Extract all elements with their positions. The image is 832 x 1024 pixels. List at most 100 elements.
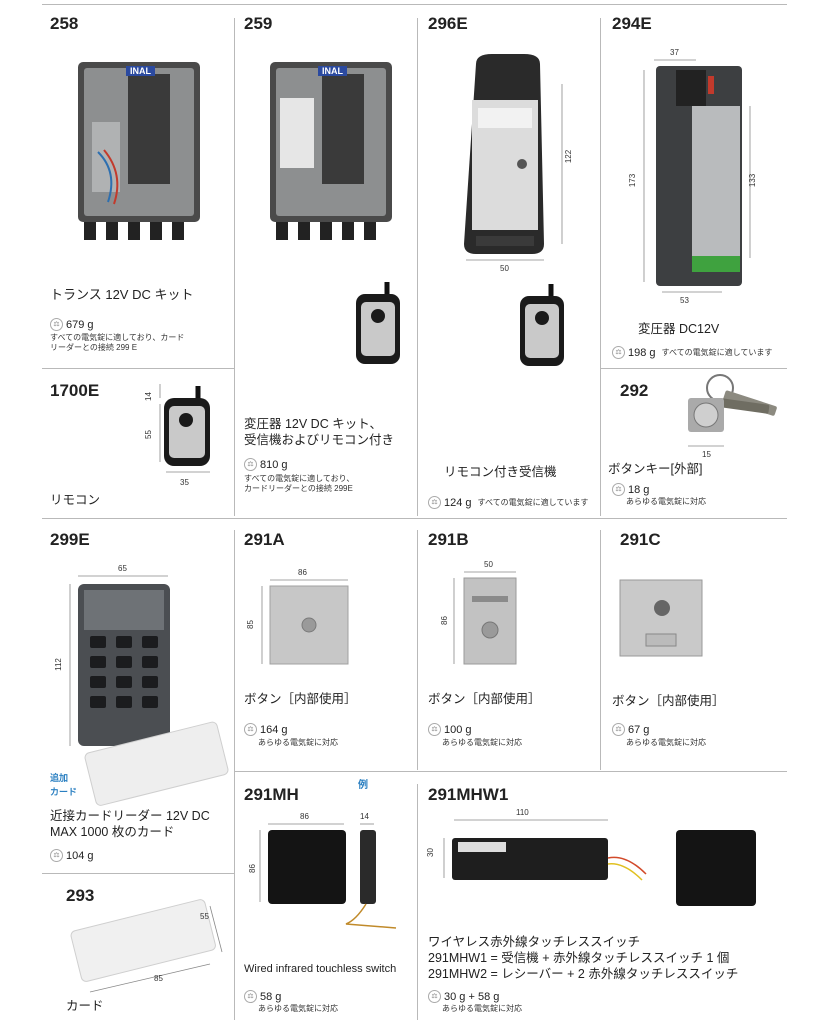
product-code: 291MH bbox=[244, 785, 299, 804]
product-name: ボタン［内部使用］ bbox=[428, 692, 541, 706]
weight-icon: ⚖ bbox=[428, 990, 441, 1003]
remote-control-image bbox=[159, 384, 210, 473]
col-divider-5 bbox=[417, 530, 418, 770]
transformer-box-image bbox=[78, 62, 200, 240]
product-name: 変圧器 DC12V bbox=[638, 322, 720, 336]
weight-icon: ⚖ bbox=[612, 346, 625, 359]
dimension-height: 86 bbox=[247, 864, 257, 873]
product-note: あらゆる電気錠に対応 bbox=[258, 738, 338, 747]
row-divider-1b bbox=[600, 368, 787, 369]
product-note: あらゆる電気錠に対応 bbox=[442, 1004, 522, 1013]
weight-icon: ⚖ bbox=[428, 723, 441, 736]
touchless-switch-image bbox=[676, 830, 756, 906]
dimension-width: 86 bbox=[300, 812, 309, 821]
product-name: トランス 12V DC キット bbox=[50, 287, 194, 302]
product-name-2: MAX 1000 枚のカード bbox=[50, 825, 175, 839]
dimension-height: 85 bbox=[245, 620, 255, 629]
product-code: 291A bbox=[244, 530, 285, 549]
remote-control-image bbox=[520, 284, 564, 366]
dimension-height: 86 bbox=[439, 616, 449, 625]
product-name: Wired infrared touchless switch bbox=[244, 963, 397, 975]
product-note-1: すべての電気錠に適しており、 bbox=[244, 474, 355, 483]
dimension-height: 122 bbox=[564, 149, 574, 164]
dimension: 15 bbox=[702, 450, 711, 459]
product-weight: ⚖679 g bbox=[50, 318, 94, 331]
dimension-width: 50 bbox=[484, 560, 493, 569]
dimension-a: 55 bbox=[200, 912, 209, 921]
product-code: 293 bbox=[66, 886, 95, 905]
dimension-top: 37 bbox=[670, 48, 679, 57]
product-weight: ⚖100 g bbox=[428, 723, 472, 736]
row-divider-3b bbox=[42, 873, 234, 874]
dimension-left: 55 bbox=[143, 430, 153, 439]
product-weight: ⚖104 g bbox=[50, 849, 94, 862]
weight-icon: ⚖ bbox=[244, 990, 257, 1003]
col-divider-6 bbox=[600, 530, 601, 770]
weight-icon: ⚖ bbox=[50, 849, 63, 862]
product-note: あらゆる電気錠に対応 bbox=[626, 738, 706, 747]
product-weight: ⚖67 g bbox=[612, 723, 649, 736]
dimension-left: 173 bbox=[628, 173, 638, 188]
dimension-b: 85 bbox=[154, 974, 163, 983]
weight-icon: ⚖ bbox=[244, 458, 257, 471]
card-reader-image bbox=[69, 575, 229, 806]
dimension-width: 86 bbox=[298, 568, 307, 577]
dimension-width: 50 bbox=[500, 264, 509, 273]
remote-control-image bbox=[356, 282, 400, 364]
row-divider-2 bbox=[42, 518, 787, 519]
extra-card-label-2: カード bbox=[50, 787, 78, 797]
dimension-right: 133 bbox=[748, 173, 758, 188]
product-code: 291MHW1 bbox=[428, 785, 509, 804]
product-name: ボタン［内部使用］ bbox=[612, 694, 725, 708]
push-button-image bbox=[261, 579, 349, 665]
weight-icon: ⚖ bbox=[612, 723, 625, 736]
top-rule bbox=[42, 4, 787, 5]
dimension-height: 112 bbox=[53, 658, 63, 671]
dimension-width: 110 bbox=[516, 808, 529, 817]
product-code: 1700E bbox=[50, 381, 100, 400]
product-code: 292 bbox=[620, 381, 649, 400]
product-name: リモコン付き受信機 bbox=[444, 465, 557, 479]
col-divider-2 bbox=[417, 18, 418, 516]
product-name: ボタン［内部使用］ bbox=[244, 692, 357, 706]
product-code: 291B bbox=[428, 530, 469, 549]
dimension-bottom: 53 bbox=[680, 296, 689, 305]
product-code: 291C bbox=[620, 530, 661, 549]
product-name-1: 変圧器 12V DC キット、 bbox=[244, 417, 382, 431]
card-image bbox=[70, 899, 223, 993]
col-divider-7 bbox=[417, 784, 418, 1020]
product-weight: ⚖30 g + 58 g bbox=[428, 990, 499, 1003]
product-weight: ⚖810 g bbox=[244, 458, 288, 471]
col-divider-3 bbox=[600, 18, 601, 516]
product-name-3: 291MHW2 = レシーバー + 2 赤外線タッチレススイッチ bbox=[428, 967, 739, 981]
product-note: あらゆる電気錠に対応 bbox=[258, 1004, 338, 1013]
product-name-1: 近接カードリーダー 12V DC bbox=[50, 809, 210, 823]
wireless-receiver-image bbox=[443, 819, 647, 881]
weight-icon: ⚖ bbox=[428, 496, 441, 509]
receiver-image bbox=[464, 54, 563, 261]
product-note: あらゆる電気錠に対応 bbox=[442, 738, 522, 747]
dimension-height: 30 bbox=[425, 848, 435, 857]
brand-label: INAL bbox=[318, 66, 347, 76]
weight-icon: ⚖ bbox=[612, 483, 625, 496]
product-name: ボタンキー[外部] bbox=[608, 462, 703, 476]
product-name: リモコン bbox=[50, 493, 101, 507]
product-note: あらゆる電気錠に対応 bbox=[626, 497, 706, 506]
product-name-1: ワイヤレス赤外線タッチレススイッチ bbox=[428, 935, 641, 949]
product-note-2: カードリーダーとの接続 299E bbox=[244, 484, 353, 493]
push-button-narrow-image bbox=[453, 571, 517, 665]
product-note-2: リーダーとの接続 299 E bbox=[50, 343, 138, 352]
product-note: すべての電気錠に適しています bbox=[477, 497, 589, 507]
exit-button-image bbox=[619, 579, 703, 657]
brand-label: INAL bbox=[126, 66, 155, 76]
key-switch-image bbox=[688, 374, 777, 447]
dimension-side: 14 bbox=[360, 812, 369, 821]
row-divider-3 bbox=[234, 771, 787, 772]
col-divider-4 bbox=[234, 530, 235, 1020]
product-name-2: 受信機およびリモコン付き bbox=[244, 433, 395, 447]
weight-icon: ⚖ bbox=[244, 723, 257, 736]
dimension-top: 14 bbox=[143, 392, 153, 401]
product-code: 296E bbox=[428, 14, 468, 33]
